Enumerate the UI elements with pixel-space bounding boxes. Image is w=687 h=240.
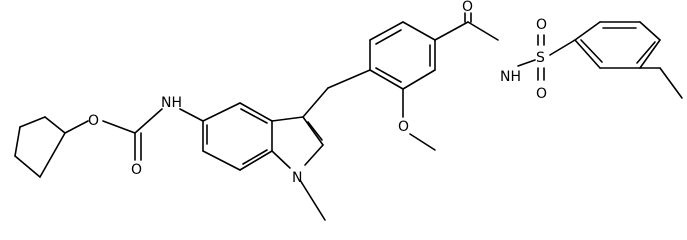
- atom-label-carbamate-nh: NH: [161, 95, 182, 111]
- bond: [549, 39, 576, 56]
- bond: [636, 41, 656, 64]
- atom-label-sulfonyl-oxygen-top: O: [536, 17, 547, 33]
- bond: [375, 67, 402, 83]
- bond: [39, 132, 66, 178]
- structure-drawing: O O NH N O O NH S O O: [14, 0, 683, 221]
- central-benzene-ring: [369, 21, 436, 90]
- bond: [14, 155, 41, 178]
- bond: [64, 120, 89, 134]
- bond: [179, 108, 204, 122]
- bond: [302, 116, 324, 146]
- indole-ring: [202, 102, 326, 221]
- bond: [44, 116, 66, 134]
- sulfonyl-group: [537, 34, 576, 81]
- atom-label-amide-oxygen: O: [462, 0, 473, 15]
- carbamate-group: [64, 108, 204, 161]
- bond: [580, 39, 603, 63]
- bond: [14, 126, 21, 157]
- bond: [271, 150, 291, 169]
- atom-label-sulfur: S: [536, 50, 545, 66]
- bond: [574, 21, 601, 41]
- bond: [517, 59, 536, 67]
- bond: [402, 69, 436, 90]
- atom-label-ester-oxygen: O: [88, 113, 99, 129]
- atom-label-carbonyl-oxygen: O: [131, 162, 142, 178]
- bond: [240, 108, 268, 124]
- molecule-canvas: O O NH N O O NH S O O: [14, 0, 683, 221]
- bond: [574, 39, 601, 69]
- bond: [239, 150, 273, 171]
- atom-label-sulfonamide-nh: NH: [500, 69, 521, 85]
- bond: [271, 116, 304, 122]
- bond: [307, 121, 323, 141]
- bond: [659, 67, 683, 99]
- bond: [299, 179, 326, 221]
- bond: [402, 21, 436, 41]
- bond: [639, 21, 661, 41]
- bond: [239, 102, 273, 122]
- tolyl-ring: [574, 21, 683, 99]
- bond: [202, 150, 241, 171]
- bond: [102, 120, 136, 134]
- bond: [242, 149, 268, 165]
- bond: [302, 87, 329, 118]
- bond: [639, 39, 661, 69]
- atom-label-indole-nitrogen: N: [292, 170, 302, 186]
- amide-group: [434, 12, 536, 67]
- bond: [134, 108, 163, 134]
- atom-label-sulfonyl-oxygen-bottom: O: [536, 86, 547, 102]
- bond: [369, 21, 404, 41]
- bond: [327, 69, 371, 89]
- bond: [434, 21, 469, 41]
- bond: [369, 69, 404, 90]
- bond: [375, 29, 402, 45]
- bond: [19, 116, 46, 128]
- bond: [467, 21, 499, 41]
- bond: [202, 102, 241, 122]
- cyclopentyl-ring: [14, 116, 66, 178]
- atom-label-methoxy-oxygen: O: [398, 119, 409, 135]
- bond: [304, 144, 324, 166]
- bond: [409, 133, 436, 151]
